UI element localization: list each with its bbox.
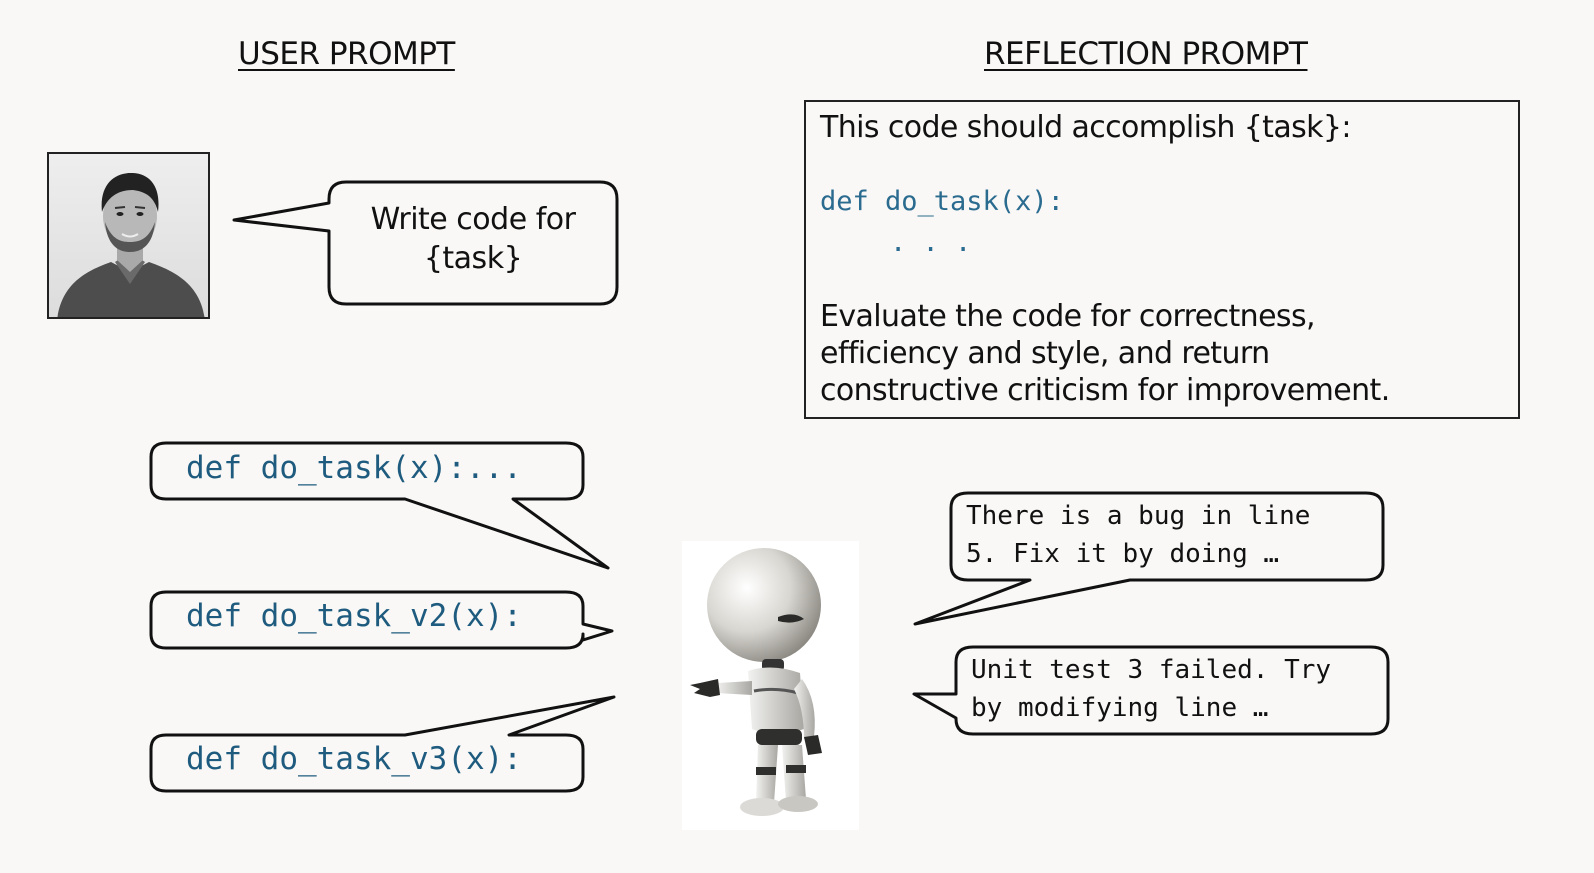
reflection-prompt-box: This code should accomplish {task}: def … bbox=[804, 100, 1520, 419]
reflection-instruction: Evaluate the code for correctness, effic… bbox=[820, 298, 1390, 409]
feedback-line: Unit test 3 failed. Try bbox=[971, 655, 1332, 685]
user-request-line: Write code for bbox=[370, 202, 576, 237]
reflection-code-ellipsis: . . . bbox=[890, 227, 972, 258]
robot-icon bbox=[682, 541, 859, 830]
code-bubble-2 bbox=[149, 590, 614, 650]
reflection-instruction-line: efficiency and style, and return bbox=[820, 336, 1270, 371]
code-v1-text: def do_task(x):... bbox=[186, 450, 522, 486]
user-prompt-heading: USER PROMPT bbox=[238, 36, 455, 72]
code-bubble-1 bbox=[149, 441, 610, 570]
reflection-prompt-heading: REFLECTION PROMPT bbox=[984, 36, 1308, 72]
user-request-line: {task} bbox=[423, 241, 523, 276]
feedback-2-text: Unit test 3 failed. Try by modifying lin… bbox=[971, 651, 1331, 727]
reflection-instruction-line: Evaluate the code for correctness, bbox=[820, 299, 1316, 334]
reflection-instruction-line: constructive criticism for improvement. bbox=[820, 373, 1390, 408]
user-request-text: Write code for {task} bbox=[332, 200, 614, 278]
feedback-line: by modifying line … bbox=[971, 693, 1269, 723]
code-v3-text: def do_task_v3(x): bbox=[186, 741, 522, 777]
code-v2-text: def do_task_v2(x): bbox=[186, 598, 522, 634]
feedback-bubble-2 bbox=[912, 645, 1390, 736]
feedback-line: There is a bug in line bbox=[966, 501, 1311, 531]
person-photo-icon bbox=[47, 152, 210, 319]
feedback-bubble-1 bbox=[913, 491, 1385, 626]
user-speech-bubble bbox=[232, 180, 619, 306]
reflection-code-line: def do_task(x): bbox=[820, 186, 1064, 217]
code-bubble-3 bbox=[149, 695, 616, 793]
reflection-intro: This code should accomplish {task}: bbox=[820, 110, 1352, 145]
feedback-line: 5. Fix it by doing … bbox=[966, 539, 1280, 569]
feedback-1-text: There is a bug in line 5. Fix it by doin… bbox=[966, 497, 1310, 573]
